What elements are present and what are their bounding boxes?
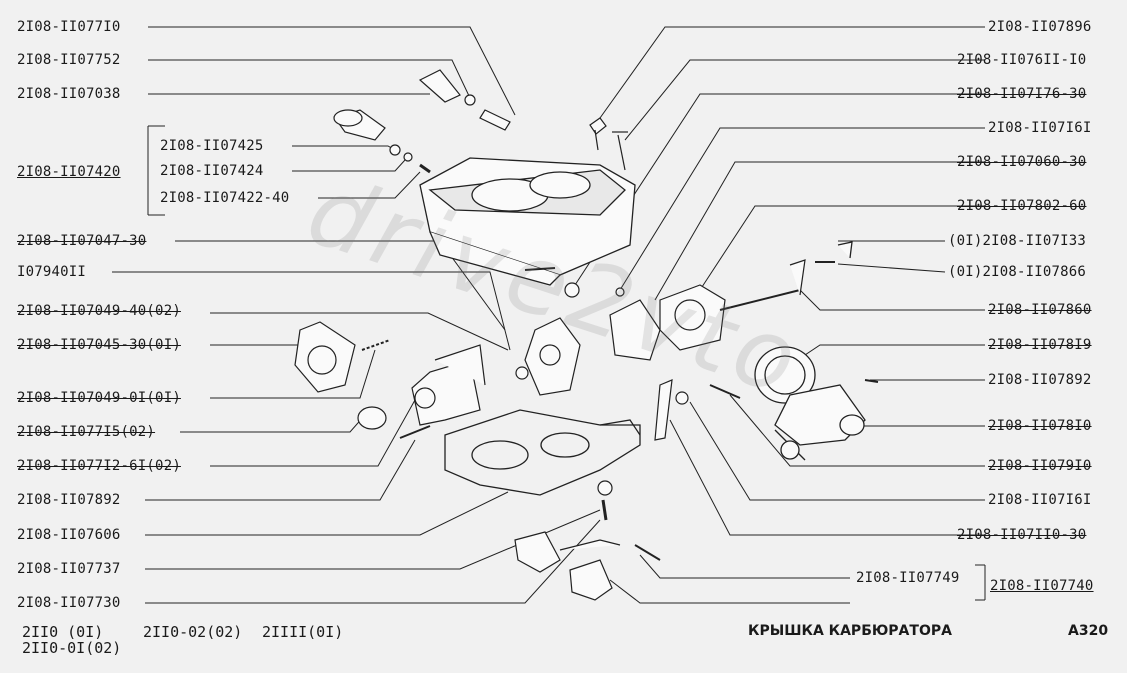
carburetor-cover-body: [419, 157, 636, 286]
model-code: 2II0 (0I): [22, 623, 104, 641]
part-label: 2I08-II07424: [160, 163, 264, 179]
part-label: 2I08-II07047-30: [17, 233, 147, 249]
part-label: 2I08-II07892: [17, 492, 121, 508]
part-label: 2I08-II07425: [160, 138, 264, 154]
accelerator-pump: [294, 321, 391, 430]
part-label: 2I08-II07038: [17, 86, 121, 102]
jet-parts: [418, 69, 511, 131]
part-label: 2I08-II076II-I0: [957, 52, 1087, 68]
part-label: 2I08-II07II0-30: [957, 527, 1087, 543]
part-label: 2I08-II07060-30: [957, 154, 1087, 170]
part-label: 2I08-II07749: [856, 570, 960, 586]
cover-gasket: [444, 409, 641, 496]
choke-housing: [399, 344, 486, 439]
air-horn: [709, 241, 879, 461]
part-label: 2I08-II07896: [988, 19, 1092, 35]
part-label: 2I08-II07422-40: [160, 190, 290, 206]
part-label: 2I08-II07I6I: [988, 492, 1092, 508]
part-label: 2I08-II07049-40(02): [17, 303, 181, 319]
float-assembly: [514, 480, 661, 601]
part-label: 2I08-II07802-60: [957, 198, 1087, 214]
part-label: 2I08-II07737: [17, 561, 121, 577]
model-code: 2II0-02(02): [143, 623, 243, 641]
leader-lines: [112, 26, 986, 604]
model-code: 2IIII(0I): [262, 623, 344, 641]
part-label: (0I)2I08-II07I33: [948, 233, 1087, 249]
part-label: 2I08-II077I2-6I(02): [17, 458, 181, 474]
starting-device: [564, 259, 806, 441]
part-label: 2I08-II07892: [988, 372, 1092, 388]
part-label: 2I08-II078I9: [988, 337, 1092, 353]
part-label: 2I08-II079I0: [988, 458, 1092, 474]
part-label: 2I08-II077I0: [17, 19, 121, 35]
part-label: I07940II: [17, 264, 87, 280]
part-label: 2I08-II07752: [17, 52, 121, 68]
part-label: 2I08-II07I6I: [988, 120, 1092, 136]
part-label: 2I08-II07606: [17, 527, 121, 543]
solenoid-valve: [333, 109, 431, 174]
diaphragm-cover: [515, 317, 581, 396]
part-label-group: 2I08-II07740: [990, 578, 1094, 594]
page-code: A320: [1068, 623, 1109, 639]
top-screws: [589, 117, 628, 171]
part-label: 2I08-II07049-0I(0I): [17, 390, 181, 406]
part-label: 2I08-II07I76-30: [957, 86, 1087, 102]
diagram-title: КРЫШКА КАРБЮРАТОРА: [748, 623, 952, 639]
part-label-group: 2I08-II07420: [17, 164, 121, 180]
part-label: 2I08-II07045-30(0I): [17, 337, 181, 353]
part-label: 2I08-II078I0: [988, 418, 1092, 434]
part-label: 2I08-II07730: [17, 595, 121, 611]
model-code: 2II0-0I(02): [22, 639, 122, 657]
part-label: 2I08-II07860: [988, 302, 1092, 318]
part-label: (0I)2I08-II07866: [948, 264, 1087, 280]
part-label: 2I08-II077I5(02): [17, 424, 156, 440]
